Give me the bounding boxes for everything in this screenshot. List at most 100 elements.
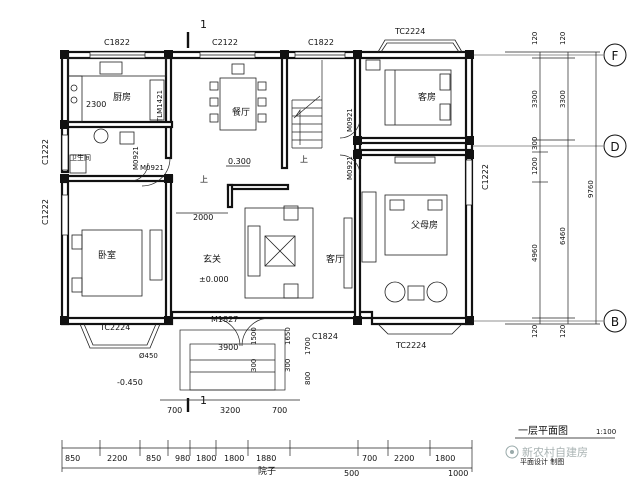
dim-right2-120-bottom: 120 xyxy=(559,325,567,338)
dim-right-1200: 1200 xyxy=(531,157,539,175)
entrance-steps xyxy=(179,329,286,391)
dim-bottom-total: 500 xyxy=(344,469,359,478)
living-sofa-set xyxy=(244,205,353,299)
axis-label-f: F xyxy=(612,49,619,63)
room-label-living: 客厅 xyxy=(326,253,344,265)
column-diameter: Ø450 xyxy=(139,352,158,360)
room-label-yard: 院子 xyxy=(258,465,276,477)
wall-foyer-stub xyxy=(226,183,234,209)
dim-right2-3300: 3300 xyxy=(559,90,567,108)
wall-stair-left xyxy=(280,56,289,170)
level-outside: -0.450 xyxy=(117,378,143,387)
dim-right2-6460: 6460 xyxy=(559,227,567,245)
door-code-tlm1421: TLM1421 xyxy=(156,90,164,123)
door-code-m0921-a: M0921 xyxy=(132,146,140,170)
window-code-c1222-left-b: C1222 xyxy=(41,199,50,225)
room-label-parents: 父母房 xyxy=(411,219,438,231)
axis-leaders xyxy=(472,54,603,322)
window-code-tc2224-bottom-right: TC2224 xyxy=(395,341,426,350)
dim-bottom-4: 1800 xyxy=(196,454,216,463)
door-code-m0921-b: M0921 xyxy=(140,164,164,172)
dim-bottom-0: 850 xyxy=(65,454,80,463)
dim-bottom-9: 1800 xyxy=(435,454,455,463)
watermark-text: 新农村自建房 xyxy=(522,445,588,459)
axis-label-d: D xyxy=(610,140,619,154)
level-dining: 0.300 xyxy=(228,157,251,166)
wall-bath-bottom xyxy=(60,174,174,183)
window-code-c1822-a: C1822 xyxy=(104,38,130,47)
bay-window-bottom-left xyxy=(79,323,161,349)
door-code-m0921-d: M0921 xyxy=(346,156,354,180)
room-label-dining: 餐厅 xyxy=(232,106,250,118)
bottom-dim-chain xyxy=(61,440,473,472)
wall-kitchen-dining xyxy=(164,56,173,160)
window-code-c1822-b: C1822 xyxy=(308,38,334,47)
dim-right-300: 300 xyxy=(531,137,539,150)
caption-small: 平面设计 制图 xyxy=(520,457,564,466)
window-code-c1222-left-a: C1222 xyxy=(41,139,50,165)
dim-bottom-1: 2200 xyxy=(107,454,127,463)
dim-right-120-top: 120 xyxy=(531,32,539,45)
dim-1700: 1700 xyxy=(304,337,312,355)
door-code-m1827: M1827 xyxy=(211,315,238,324)
dim-800: 800 xyxy=(304,372,312,385)
wall-bottom-center xyxy=(170,310,374,320)
dim-700-b: 700 xyxy=(272,406,287,415)
level-foyer: ±0.000 xyxy=(199,275,229,284)
window-code-c2122: C2122 xyxy=(212,38,238,47)
dim-bottom-3: 980 xyxy=(175,454,190,463)
plan-title: 一层平面图 xyxy=(518,425,568,437)
dim-300-b: 300 xyxy=(284,359,292,372)
bath-fixtures xyxy=(69,128,135,174)
dim-right2-120-top: 120 xyxy=(559,32,567,45)
room-label-foyer: 玄关 xyxy=(203,253,221,265)
room-label-bath: 卫生间 xyxy=(70,153,91,162)
dining-table xyxy=(209,63,267,131)
columns xyxy=(60,50,474,325)
section-mark-bottom: 1 xyxy=(200,394,207,407)
room-label-guest: 客房 xyxy=(418,91,436,103)
parents-bed xyxy=(361,191,448,303)
bay-window-bottom-right xyxy=(377,323,463,335)
dim-bottom-5: 1800 xyxy=(224,454,244,463)
wardrobe xyxy=(394,156,436,164)
bedroom-bed xyxy=(71,229,163,297)
dim-1650: 1650 xyxy=(284,327,292,345)
guest-bed xyxy=(365,59,452,126)
dim-1500: 1500 xyxy=(250,327,258,345)
window-code-tc2224-bottom-left: TC2224 xyxy=(99,323,130,332)
dim-bottom-8: 2200 xyxy=(394,454,414,463)
bay-window-top xyxy=(377,39,463,53)
dim-3200: 3200 xyxy=(220,406,240,415)
dim-700-a: 700 xyxy=(167,406,182,415)
window-code-c1222-right: C1222 xyxy=(481,164,490,190)
section-mark-top: 1 xyxy=(200,18,207,31)
dim-right-4960: 4960 xyxy=(531,244,539,262)
dim-right-3300: 3300 xyxy=(531,90,539,108)
right-dim-chains xyxy=(505,51,600,325)
axis-bubble-f xyxy=(603,43,627,67)
watermark: 新农村自建房 xyxy=(505,445,588,459)
dim-right-120-bottom: 120 xyxy=(531,325,539,338)
wall-parents-top xyxy=(353,148,474,157)
wall-bedroom-right xyxy=(164,174,173,320)
dim-right-total: 9760 xyxy=(587,180,595,198)
plan-scale: 1:100 xyxy=(596,428,616,436)
room-label-bedroom: 卧室 xyxy=(98,249,116,261)
axis-bubble-d xyxy=(603,134,627,158)
axis-label-b: B xyxy=(611,315,619,329)
stair-up-label-a: 上 xyxy=(300,155,308,164)
wall-guest-bottom xyxy=(353,136,474,145)
stair-up-label-b: 上 xyxy=(200,175,208,184)
wall-foyer-top xyxy=(226,183,290,191)
door-code-m0921-c: M0921 xyxy=(346,108,354,132)
dim-bottom-10: 1000 xyxy=(448,469,468,478)
window-code-tc2224-top: TC2224 xyxy=(394,27,425,36)
door-swings xyxy=(129,117,361,347)
axis-bubble-b xyxy=(603,309,627,333)
dim-bottom-7: 700 xyxy=(362,454,377,463)
dim-2300: 2300 xyxy=(86,100,106,109)
window-code-c1824: C1824 xyxy=(312,332,338,341)
